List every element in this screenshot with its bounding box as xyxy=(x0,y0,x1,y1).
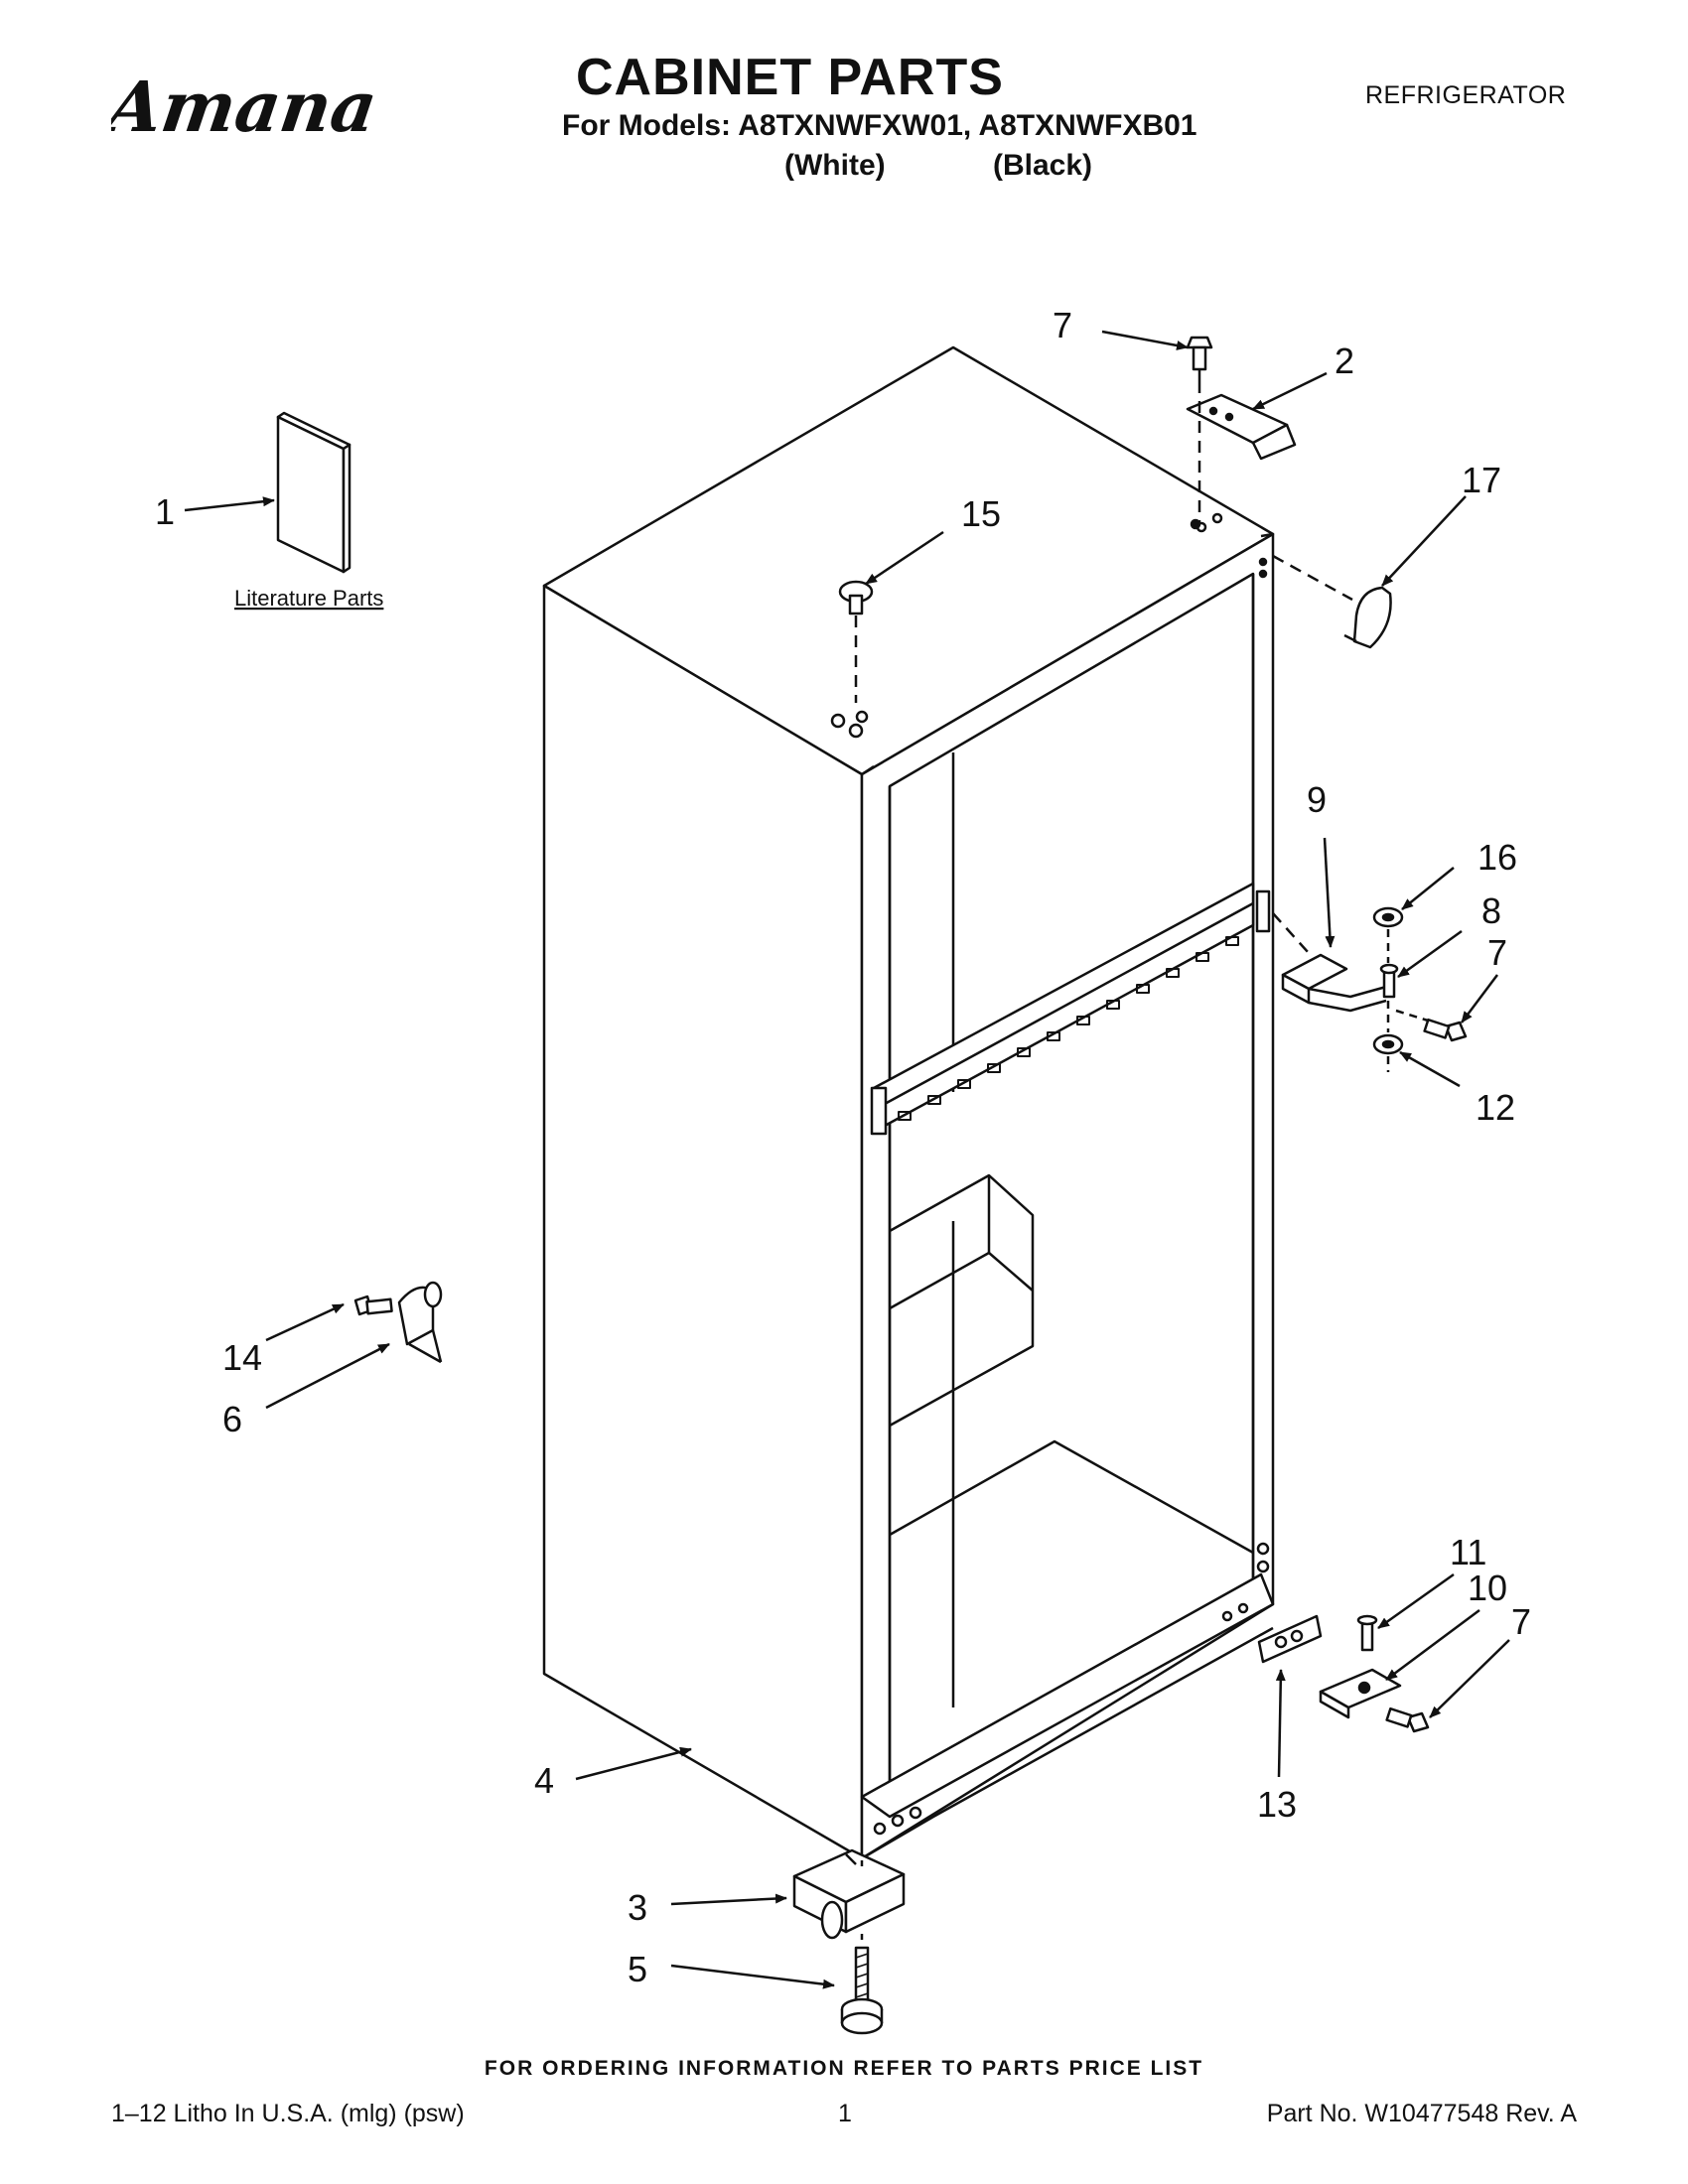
bracket-screw xyxy=(353,1295,393,1316)
callout-7-center: 7 xyxy=(1487,932,1507,973)
hinge-cover xyxy=(1343,586,1392,649)
callout-numbers: 1 2 3 4 5 6 7 7 7 8 9 10 11 12 13 14 15 … xyxy=(155,305,1531,1989)
literature-parts-label: Literature Parts xyxy=(234,586,383,611)
callout-9: 9 xyxy=(1307,779,1327,820)
callout-11: 11 xyxy=(1450,1532,1486,1572)
hinge-pin xyxy=(1379,963,1399,999)
callout-2: 2 xyxy=(1335,341,1354,381)
callout-14: 14 xyxy=(222,1337,262,1378)
callout-4: 4 xyxy=(534,1760,554,1801)
callout-5: 5 xyxy=(628,1949,647,1989)
callout-17: 17 xyxy=(1462,460,1501,500)
callout-8: 8 xyxy=(1481,890,1501,931)
page-title: CABINET PARTS xyxy=(576,49,1004,106)
door-stop-bracket xyxy=(397,1281,443,1364)
hinge-shim xyxy=(1257,1614,1323,1664)
leader-lines xyxy=(184,330,1510,1989)
footer-part-number: Part No. W10477548 Rev. A xyxy=(1266,2100,1577,2127)
callout-7-top: 7 xyxy=(1053,305,1072,345)
plug-button xyxy=(838,580,874,615)
callout-16: 16 xyxy=(1477,837,1517,878)
amana-logo: Amana xyxy=(111,66,382,147)
top-hinge xyxy=(1186,393,1297,461)
variant-black: (Black) xyxy=(993,149,1093,182)
page-number: 1 xyxy=(838,2100,852,2127)
roller-assembly xyxy=(792,1848,906,1940)
bottom-hinge-pin xyxy=(1356,1614,1378,1652)
leveling-leg xyxy=(840,1946,884,2035)
hinge-screw-bottom xyxy=(1385,1706,1430,1733)
callout-6: 6 xyxy=(222,1399,242,1439)
center-hinge xyxy=(1281,953,1387,1013)
callout-15: 15 xyxy=(961,493,1001,534)
hinge-screw-top xyxy=(1186,336,1213,381)
callout-13: 13 xyxy=(1257,1784,1297,1825)
bottom-hinge xyxy=(1319,1668,1402,1719)
callout-3: 3 xyxy=(628,1887,647,1928)
cabinet-body xyxy=(542,345,1275,1860)
ordering-note: FOR ORDERING INFORMATION REFER TO PARTS … xyxy=(484,2057,1204,2080)
literature-parts-booklet xyxy=(276,411,352,574)
callout-1: 1 xyxy=(155,491,175,532)
washer-bottom xyxy=(1372,1033,1404,1055)
svg-text:Amana: Amana xyxy=(111,66,382,147)
models-line: For Models: A8TXNWFXW01, A8TXNWFXB01 xyxy=(562,109,1197,142)
footer-litho: 1–12 Litho In U.S.A. (mlg) (psw) xyxy=(111,2100,465,2127)
category-label: REFRIGERATOR xyxy=(1365,81,1567,109)
hinge-screw-center xyxy=(1423,1018,1468,1042)
callout-10: 10 xyxy=(1468,1568,1507,1608)
washer-top xyxy=(1372,906,1404,928)
callout-7-bottom: 7 xyxy=(1511,1601,1531,1642)
variant-white: (White) xyxy=(784,149,886,182)
callout-12: 12 xyxy=(1476,1087,1515,1128)
